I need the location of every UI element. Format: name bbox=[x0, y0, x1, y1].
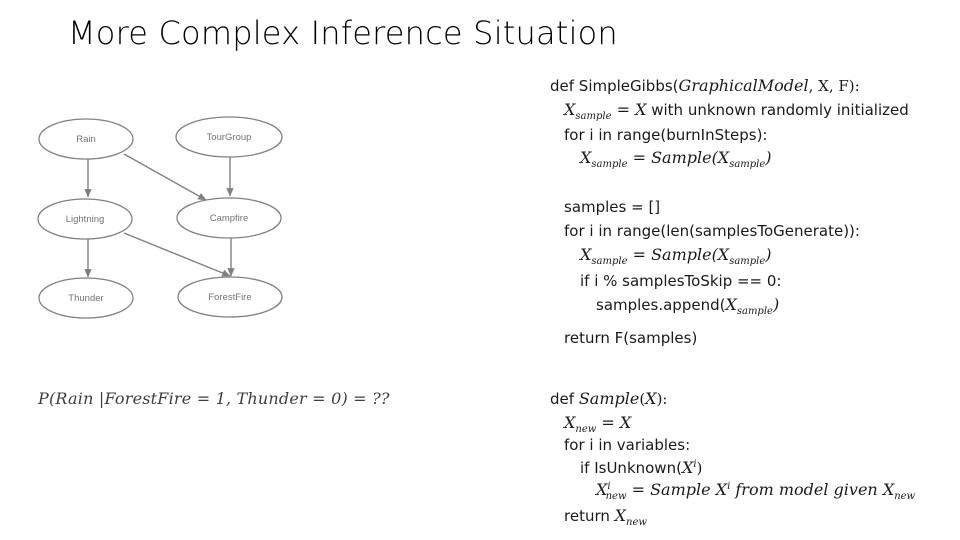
node-campfire-label: Campfire bbox=[210, 213, 249, 224]
edge-rain-campfire bbox=[123, 153, 207, 201]
code-line-generate-sample: Xsample = Sample(Xsample) bbox=[580, 245, 772, 267]
query-p: P bbox=[38, 389, 49, 408]
node-campfire-ellipse bbox=[176, 197, 282, 239]
node-tourgroup-label: TourGroup bbox=[207, 132, 252, 143]
node-campfire[interactable]: Campfire bbox=[176, 197, 282, 239]
code-line-def-sample: def Sample(X): bbox=[550, 389, 668, 408]
node-rain-ellipse bbox=[38, 118, 134, 160]
gibbs-sampling-pseudocode: def SimpleGibbs(GraphicalModel, X, F): X… bbox=[548, 78, 948, 528]
code-line-samples-append: samples.append(Xsample) bbox=[596, 295, 780, 317]
code-line-xsample-init: Xsample = X with unknown randomly initia… bbox=[564, 100, 909, 122]
page-title: More Complex Inference Situation bbox=[68, 14, 618, 52]
node-lightning-label: Lightning bbox=[66, 214, 105, 225]
query-eq1: = 1, Thunder = 0) = ?? bbox=[191, 389, 390, 408]
code-line-return-f-samples: return F(samples) bbox=[564, 329, 698, 347]
node-thunder-label: Thunder bbox=[68, 293, 103, 304]
code-line-for-generate: for i in range(len(samplesToGenerate)): bbox=[564, 222, 860, 240]
node-lightning[interactable]: Lightning bbox=[37, 198, 133, 240]
node-forestfire-label: ForestFire bbox=[208, 292, 251, 303]
node-rain-label: Rain bbox=[76, 134, 96, 145]
node-thunder-ellipse bbox=[38, 277, 134, 319]
code-line-if-isunknown: if IsUnknown(Xi) bbox=[580, 458, 703, 477]
code-line-xnew-init: Xnew = X bbox=[564, 413, 632, 435]
code-line-xnew-assign: Xinew = Sample Xi from model given Xnew bbox=[596, 480, 916, 502]
edge-lightning-forestfire bbox=[123, 232, 231, 277]
inference-query-formula: P(Rain |ForestFire = 1, Thunder = 0) = ?… bbox=[38, 389, 390, 408]
graph-nodes: Rain TourGroup Lightning Campfire Thunde… bbox=[37, 116, 283, 319]
code-line-for-burnin: for i in range(burnInSteps): bbox=[564, 126, 768, 144]
node-forestfire[interactable]: ForestFire bbox=[177, 276, 283, 318]
code-line-for-variables: for i in variables: bbox=[564, 436, 691, 454]
node-thunder[interactable]: Thunder bbox=[38, 277, 134, 319]
node-tourgroup[interactable]: TourGroup bbox=[175, 116, 283, 158]
node-tourgroup-ellipse bbox=[175, 116, 283, 158]
code-line-return-xnew: return Xnew bbox=[564, 506, 647, 528]
query-body: (Rain |ForestFire bbox=[48, 389, 192, 408]
code-line-def-simplegibbs: def SimpleGibbs(GraphicalModel, X, F): bbox=[550, 76, 860, 95]
bayesian-network-diagram: Rain TourGroup Lightning Campfire Thunde… bbox=[0, 100, 340, 340]
code-line-burnin-sample: Xsample = Sample(Xsample) bbox=[580, 148, 772, 170]
code-line-samples-init: samples = [] bbox=[564, 198, 661, 216]
node-lightning-ellipse bbox=[37, 198, 133, 240]
graph-edges bbox=[84, 153, 235, 278]
graph-canvas: Rain TourGroup Lightning Campfire Thunde… bbox=[37, 116, 283, 319]
node-forestfire-ellipse bbox=[177, 276, 283, 318]
node-rain[interactable]: Rain bbox=[38, 118, 134, 160]
code-line-if-skip: if i % samplesToSkip == 0: bbox=[580, 272, 782, 290]
